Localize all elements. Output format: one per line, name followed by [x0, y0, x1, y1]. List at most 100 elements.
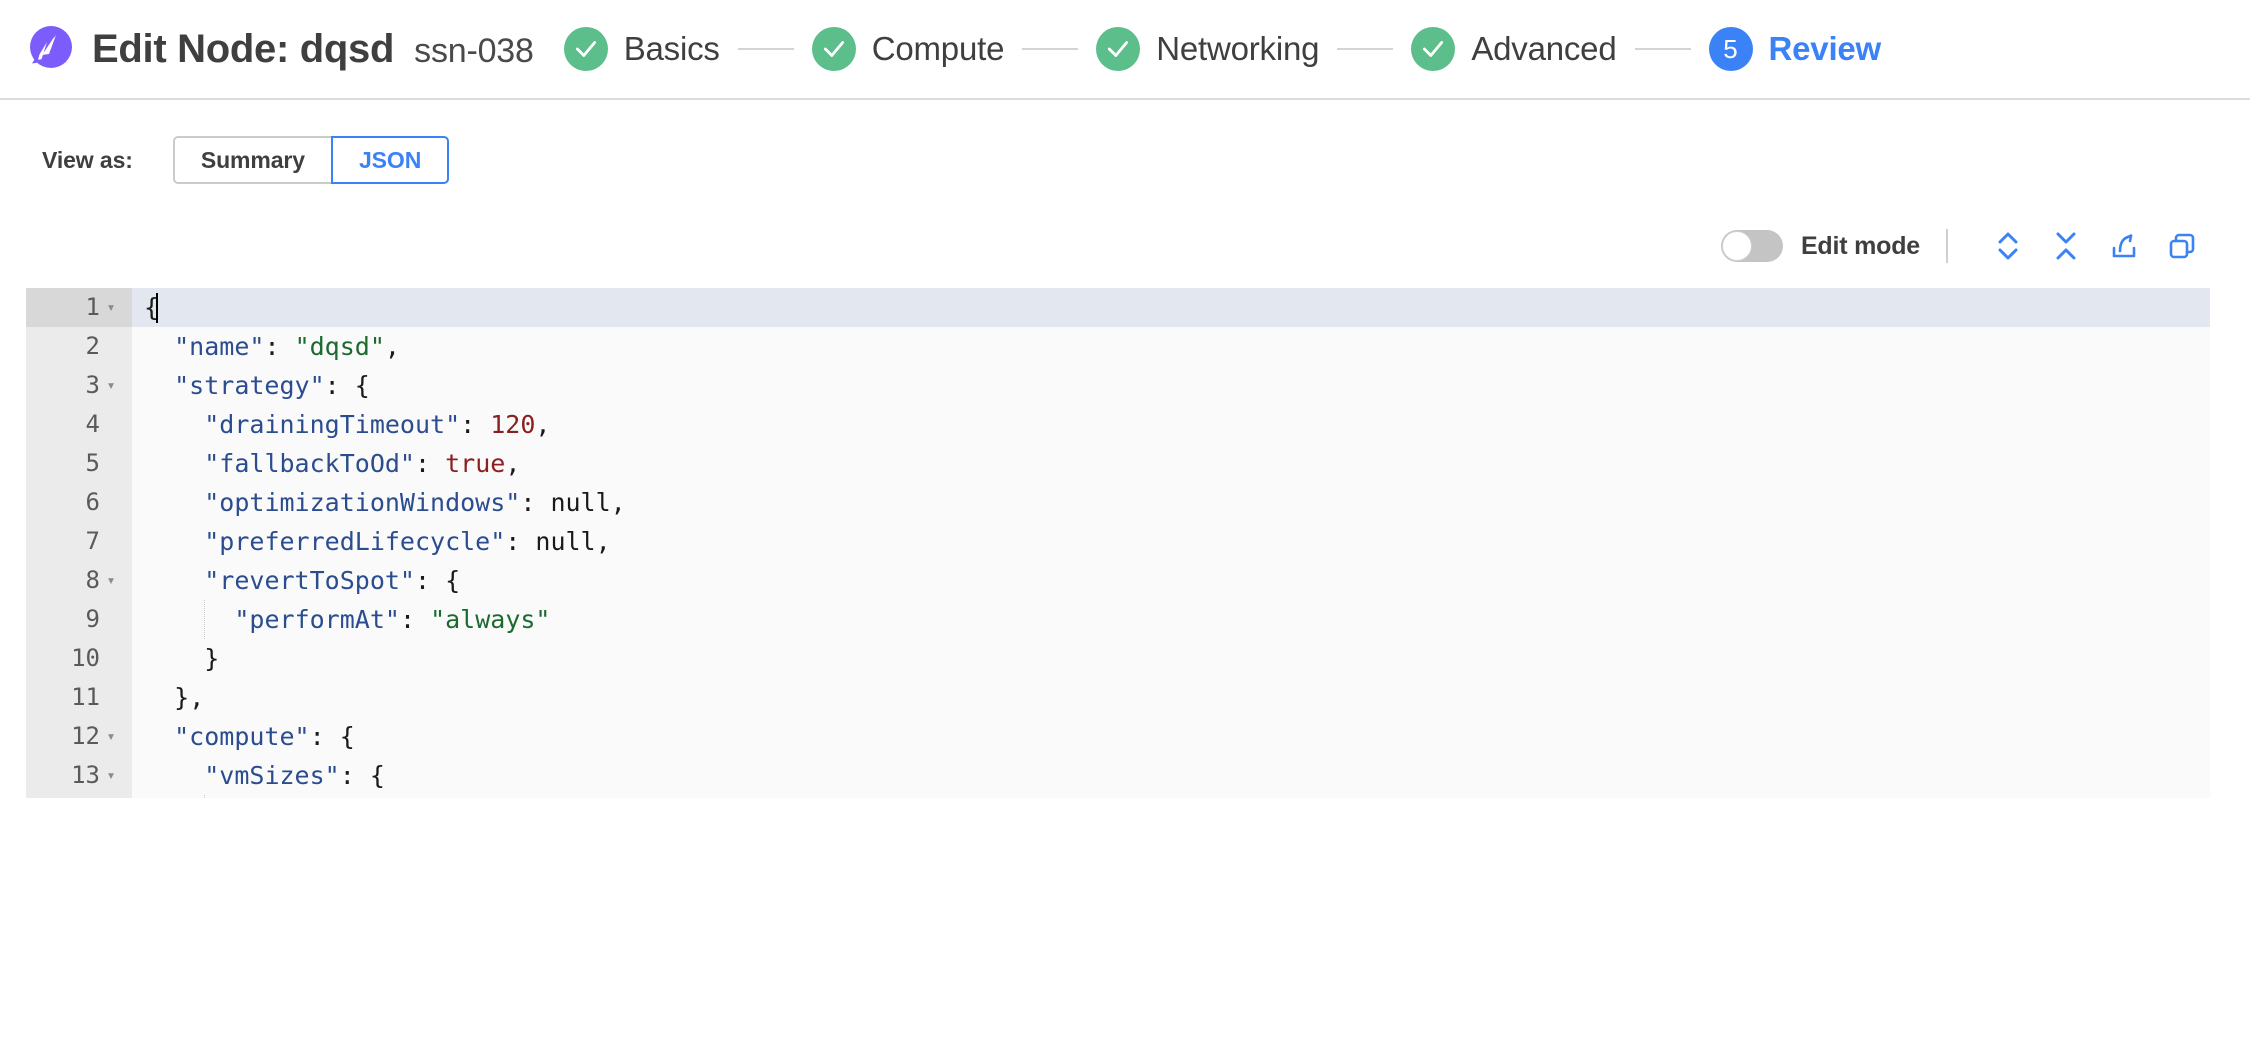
line-number: 10	[71, 644, 100, 672]
line-gutter: 2▾	[26, 327, 132, 366]
line-number: 1	[85, 293, 100, 321]
view-as-option-summary[interactable]: Summary	[172, 136, 331, 184]
view-as-label: View as:	[42, 146, 133, 173]
code-text: "strategy": {	[174, 371, 370, 400]
code-line[interactable]: 8▾ "revertToSpot": {	[26, 561, 2210, 600]
fold-toggle-icon[interactable]: ▾	[106, 727, 116, 745]
code-line[interactable]: 9▾ "performAt": "always"	[26, 600, 2210, 639]
copy-icon	[2169, 233, 2195, 259]
code-line[interactable]: 2▾ "name": "dqsd",	[26, 327, 2210, 366]
code-text: "revertToSpot": {	[204, 566, 461, 595]
step-basics-label: Basics	[623, 30, 720, 67]
line-gutter: 5▾	[26, 444, 132, 483]
code-line[interactable]: 4▾ "drainingTimeout": 120,	[26, 405, 2210, 444]
code-text: {	[144, 292, 160, 323]
fold-toggle-icon[interactable]: ▾	[100, 795, 122, 798]
code-text: "spotSizes": [	[132, 795, 2210, 798]
step-compute-label: Compute	[871, 30, 1005, 67]
fold-toggle-icon[interactable]: ▾	[106, 298, 116, 316]
view-as-segmented-control: Summary JSON	[172, 136, 450, 184]
step-advanced[interactable]: Advanced	[1411, 27, 1617, 71]
editor-toolbar: Edit mode	[0, 184, 2250, 266]
copy-button[interactable]	[2160, 226, 2204, 266]
code-line[interactable]: 7▾ "preferredLifecycle": null,	[26, 522, 2210, 561]
export-icon	[2112, 234, 2136, 258]
expand-all-button[interactable]	[1986, 226, 2030, 266]
code-line[interactable]: 6▾ "optimizationWindows": null,	[26, 483, 2210, 522]
code-line[interactable]: 10▾ }	[26, 639, 2210, 678]
edit-mode-toggle[interactable]	[1720, 230, 1783, 262]
line-number: 8	[85, 566, 100, 594]
view-as-option-json[interactable]: JSON	[330, 136, 450, 184]
step-review-circle: 5	[1708, 27, 1753, 71]
code-line[interactable]: 13 ▾ "vmSizes": {	[26, 756, 2210, 795]
code-text: },	[174, 683, 205, 712]
code-text: "vmSizes": {	[204, 761, 385, 790]
line-number: 13	[71, 761, 100, 789]
wizard-stepper: Basics Compute Networking Advanced	[563, 27, 1882, 71]
step-connector	[1634, 48, 1691, 50]
line-gutter: 12▾	[26, 717, 132, 756]
step-advanced-circle	[1411, 27, 1456, 71]
line-number: 6	[85, 488, 100, 516]
line-gutter: 7▾	[26, 522, 132, 561]
code-text: "performAt": "always"	[132, 600, 2210, 639]
step-advanced-label: Advanced	[1471, 30, 1617, 67]
toolbar-divider	[1946, 229, 1948, 263]
code-text: }	[204, 644, 220, 673]
code-line[interactable]: 3▾ "strategy": {	[26, 366, 2210, 405]
edit-mode-toggle-knob	[1721, 231, 1752, 261]
code-line[interactable]: 5▾ "fallbackToOd": true,	[26, 444, 2210, 483]
step-networking[interactable]: Networking	[1096, 27, 1320, 71]
line-gutter: 6▾	[26, 483, 132, 522]
page-title-main: Edit Node: dqsd	[92, 26, 395, 71]
collapse-all-button[interactable]	[2044, 226, 2088, 266]
code-text: "preferredLifecycle": null,	[204, 527, 611, 556]
line-number: 2	[85, 332, 100, 360]
line-number: 7	[85, 527, 100, 555]
indent-guide	[204, 600, 206, 639]
page-title-subtitle: ssn-038	[414, 31, 534, 70]
line-number: 14	[71, 795, 100, 798]
fold-toggle-icon[interactable]: ▾	[106, 376, 116, 394]
page-title: Edit Node: dqsd ssn-038	[92, 27, 534, 72]
view-as-row: View as: Summary JSON	[0, 100, 2250, 184]
line-gutter: 3▾	[26, 366, 132, 405]
json-editor[interactable]: 1▾{2▾ "name": "dqsd",3▾ "strategy": {4▾ …	[26, 288, 2210, 798]
step-review[interactable]: 5 Review	[1708, 27, 1882, 71]
line-gutter: 13 ▾	[26, 756, 132, 795]
fold-toggle-icon[interactable]: ▾	[106, 766, 116, 784]
line-gutter: 9▾	[26, 600, 132, 639]
code-text: "drainingTimeout": 120,	[204, 410, 551, 439]
code-line[interactable]: 11▾ },	[26, 678, 2210, 717]
line-gutter: 11▾	[26, 678, 132, 717]
text-caret	[156, 292, 159, 323]
step-review-label: Review	[1768, 30, 1882, 67]
code-text: "name": "dqsd",	[174, 332, 400, 361]
page-header: Edit Node: dqsd ssn-038 Basics Compute N…	[0, 0, 2250, 100]
spot-logo-icon	[22, 23, 74, 75]
code-line[interactable]: 14▾ "spotSizes": [	[26, 795, 2210, 798]
check-icon	[1108, 41, 1129, 57]
edit-mode-label: Edit mode	[1800, 231, 1920, 260]
step-compute-circle	[811, 27, 856, 71]
fold-toggle-icon[interactable]: ▾	[106, 571, 116, 589]
line-gutter: 1▾	[26, 288, 132, 327]
step-networking-circle	[1096, 27, 1141, 71]
step-basics-circle	[563, 27, 608, 71]
check-icon	[823, 41, 844, 57]
check-icon	[575, 41, 596, 57]
step-connector	[1337, 48, 1394, 50]
check-icon	[1423, 41, 1444, 57]
code-line[interactable]: 1▾{	[26, 288, 2210, 327]
export-button[interactable]	[2102, 226, 2146, 266]
step-basics[interactable]: Basics	[563, 27, 720, 71]
code-line[interactable]: 12▾ "compute": {	[26, 717, 2210, 756]
code-text: "compute": {	[174, 722, 355, 751]
line-gutter: 14▾	[26, 795, 132, 798]
step-compute[interactable]: Compute	[811, 27, 1005, 71]
line-gutter: 8▾	[26, 561, 132, 600]
line-gutter: 4▾	[26, 405, 132, 444]
line-number: 3	[85, 371, 100, 399]
line-number: 4	[85, 410, 100, 438]
